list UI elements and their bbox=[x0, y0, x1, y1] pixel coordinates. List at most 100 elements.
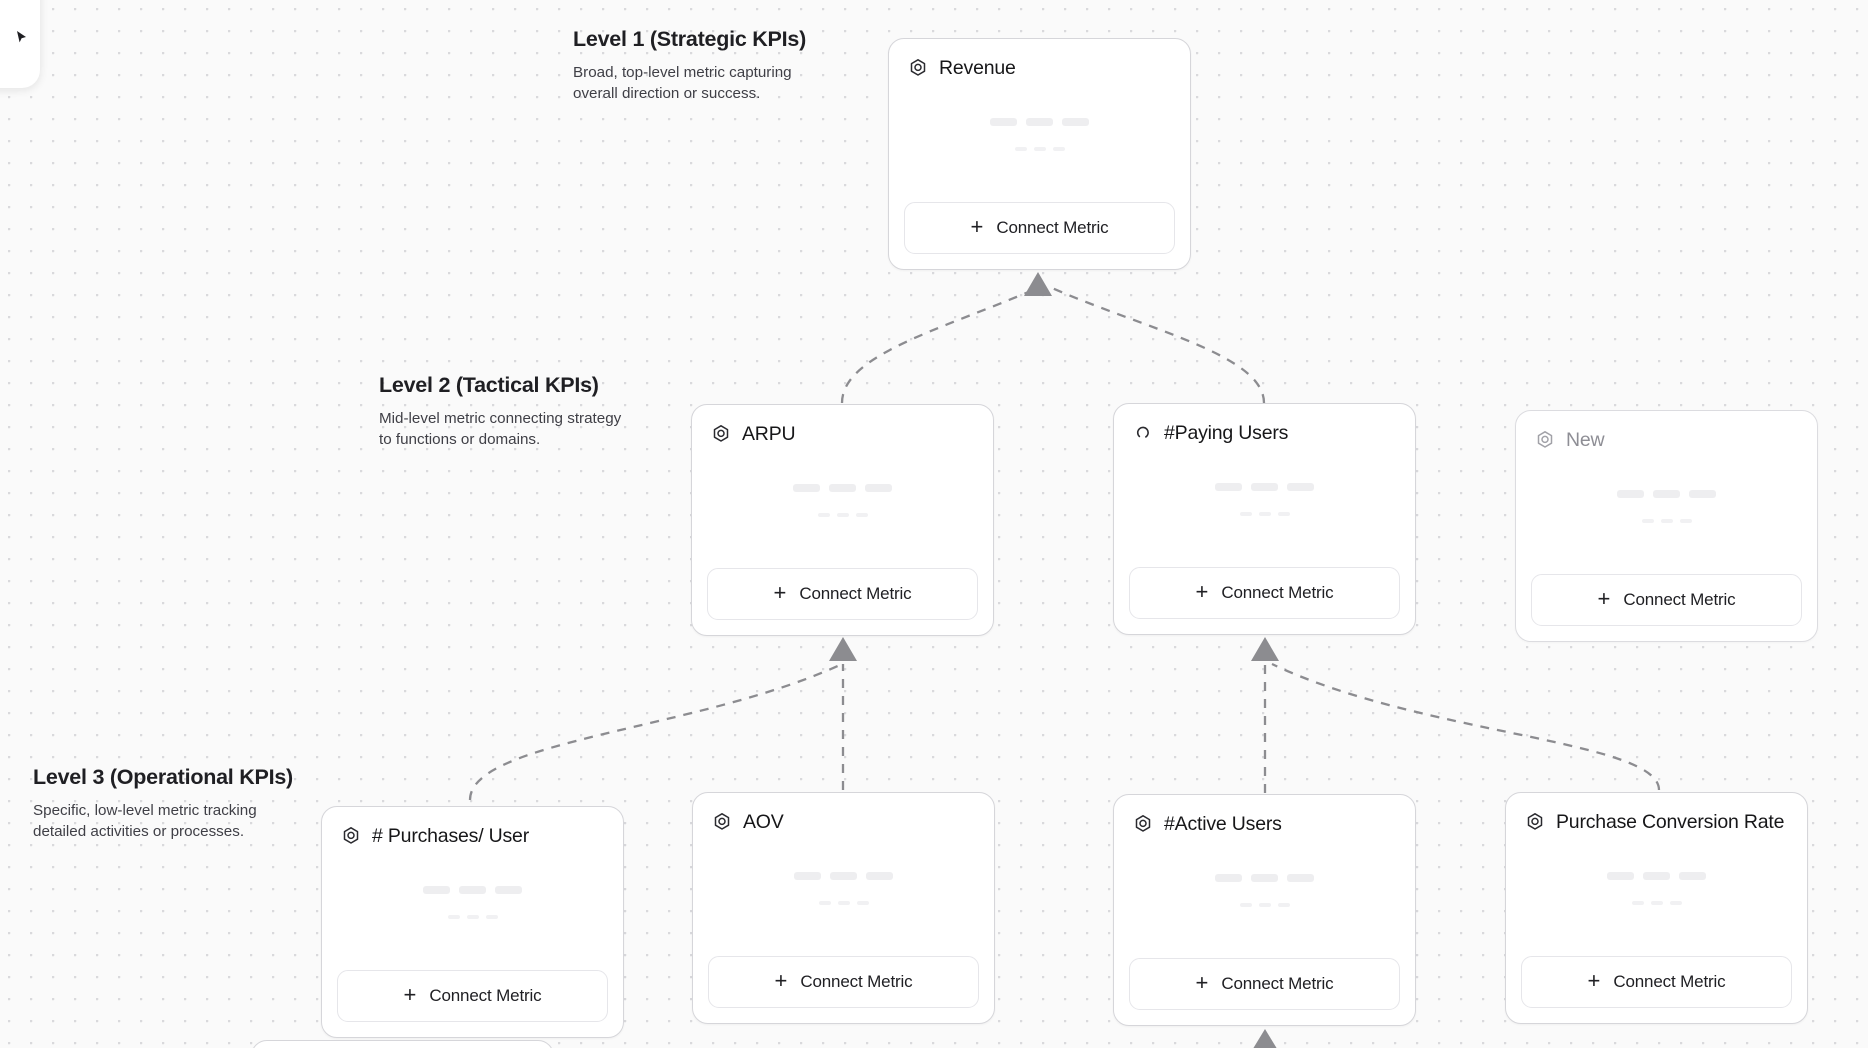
hexagon-target-icon bbox=[711, 424, 731, 444]
connect-metric-label: Connect Metric bbox=[800, 972, 913, 991]
metric-card-aov[interactable]: AOV + Connect Metric bbox=[692, 792, 995, 1024]
card-header: # Purchases/ User bbox=[337, 821, 608, 851]
card-skeleton-body bbox=[337, 851, 608, 970]
skeleton-row-secondary bbox=[1239, 903, 1290, 907]
edge-pcr-to-paying bbox=[1271, 662, 1661, 791]
connect-metric-button[interactable]: + Connect Metric bbox=[904, 202, 1175, 254]
arrowhead-active bbox=[1253, 1029, 1277, 1048]
card-header: Revenue bbox=[904, 53, 1175, 83]
hexagon-target-icon bbox=[712, 812, 732, 832]
connect-metric-button[interactable]: + Connect Metric bbox=[1129, 958, 1400, 1010]
level-3-description: Specific, low-level metric tracking deta… bbox=[33, 802, 257, 840]
plus-icon: + bbox=[1587, 968, 1601, 993]
card-header: New bbox=[1531, 425, 1802, 455]
arrowhead-arpu bbox=[829, 637, 857, 661]
skeleton-row-secondary bbox=[1641, 519, 1692, 523]
level-2-title: Level 2 (Tactical KPIs) bbox=[379, 373, 599, 397]
metric-card-active-users[interactable]: #Active Users + Connect Metric bbox=[1113, 794, 1416, 1026]
plus-icon: + bbox=[1195, 579, 1209, 604]
level-1-label-block: Level 1 (Strategic KPIs) Broad, top-leve… bbox=[573, 27, 823, 105]
edge-arpu-to-revenue bbox=[840, 286, 1039, 404]
plus-icon: + bbox=[1195, 970, 1209, 995]
skeleton-row-primary bbox=[1215, 483, 1314, 491]
plus-icon: + bbox=[774, 968, 788, 993]
metric-card-offscreen-below[interactable] bbox=[251, 1040, 554, 1048]
card-skeleton-body bbox=[708, 837, 979, 956]
card-header: Purchase Conversion Rate bbox=[1521, 807, 1792, 837]
card-title: #Active Users bbox=[1164, 812, 1282, 835]
metric-card-purchase-conversion-rate[interactable]: Purchase Conversion Rate + Connect Metri… bbox=[1505, 792, 1808, 1024]
connect-metric-label: Connect Metric bbox=[1221, 974, 1334, 993]
hexagon-target-icon bbox=[1525, 812, 1545, 832]
plus-icon: + bbox=[773, 580, 787, 605]
connect-metric-button[interactable]: + Connect Metric bbox=[1531, 574, 1802, 626]
card-title: New bbox=[1566, 428, 1605, 451]
card-skeleton-body bbox=[707, 449, 978, 568]
metric-card-revenue[interactable]: Revenue + Connect Metric bbox=[888, 38, 1191, 270]
card-skeleton-body bbox=[1129, 448, 1400, 567]
metric-card-paying-users[interactable]: #Paying Users + Connect Metric bbox=[1113, 403, 1416, 635]
skeleton-row-primary bbox=[1607, 872, 1706, 880]
connect-metric-button[interactable]: + Connect Metric bbox=[1129, 567, 1400, 619]
skeleton-row-primary bbox=[794, 872, 893, 880]
card-title: AOV bbox=[743, 810, 784, 833]
card-title: Purchase Conversion Rate bbox=[1556, 810, 1785, 833]
level-3-label-block: Level 3 (Operational KPIs) Specific, low… bbox=[33, 765, 293, 843]
edge-paying-to-revenue bbox=[1051, 286, 1266, 404]
level-2-description: Mid-level metric connecting strategy to … bbox=[379, 410, 622, 448]
arrowhead-paying bbox=[1251, 637, 1279, 661]
card-header: #Active Users bbox=[1129, 809, 1400, 839]
skeleton-row-secondary bbox=[818, 901, 869, 905]
connect-metric-label: Connect Metric bbox=[799, 584, 912, 603]
level-3-title: Level 3 (Operational KPIs) bbox=[33, 765, 293, 789]
level-2-label-block: Level 2 (Tactical KPIs) Mid-level metric… bbox=[379, 373, 629, 451]
card-skeleton-body bbox=[1531, 455, 1802, 574]
connect-metric-label: Connect Metric bbox=[1613, 972, 1726, 991]
cursor-arrow-icon[interactable] bbox=[14, 29, 30, 45]
connect-metric-label: Connect Metric bbox=[996, 218, 1109, 237]
skeleton-row-primary bbox=[990, 118, 1089, 126]
skeleton-row-secondary bbox=[1014, 147, 1065, 151]
skeleton-row-secondary bbox=[817, 513, 868, 517]
card-title: Revenue bbox=[939, 56, 1016, 79]
card-skeleton-body bbox=[1521, 837, 1792, 956]
card-header: AOV bbox=[708, 807, 979, 837]
card-title: # Purchases/ User bbox=[372, 824, 529, 847]
plus-icon: + bbox=[1597, 586, 1611, 611]
skeleton-row-secondary bbox=[1631, 901, 1682, 905]
hexagon-target-icon bbox=[1133, 814, 1153, 834]
card-skeleton-body bbox=[904, 83, 1175, 202]
connect-metric-button[interactable]: + Connect Metric bbox=[708, 956, 979, 1008]
arrowhead-revenue bbox=[1024, 272, 1052, 296]
card-header: #Paying Users bbox=[1129, 418, 1400, 448]
connect-metric-button[interactable]: + Connect Metric bbox=[707, 568, 978, 620]
skeleton-row-primary bbox=[1617, 490, 1716, 498]
level-1-title: Level 1 (Strategic KPIs) bbox=[573, 27, 806, 51]
metric-card-new[interactable]: New + Connect Metric bbox=[1515, 410, 1818, 642]
metric-card-purchases-per-user[interactable]: # Purchases/ User + Connect Metric bbox=[321, 806, 624, 1038]
connect-metric-label: Connect Metric bbox=[1623, 590, 1736, 609]
card-skeleton-body bbox=[1129, 839, 1400, 958]
connect-metric-label: Connect Metric bbox=[1221, 583, 1334, 602]
spinner-loading-icon bbox=[1133, 423, 1153, 443]
plus-icon: + bbox=[970, 214, 984, 239]
skeleton-row-primary bbox=[793, 484, 892, 492]
hexagon-target-icon bbox=[1535, 430, 1555, 450]
card-title: ARPU bbox=[742, 422, 796, 445]
skeleton-row-secondary bbox=[447, 915, 498, 919]
connect-metric-button[interactable]: + Connect Metric bbox=[337, 970, 608, 1022]
card-header: ARPU bbox=[707, 419, 978, 449]
skeleton-row-primary bbox=[1215, 874, 1314, 882]
connect-metric-label: Connect Metric bbox=[429, 986, 542, 1005]
metric-card-arpu[interactable]: ARPU + Connect Metric bbox=[691, 404, 994, 636]
plus-icon: + bbox=[403, 982, 417, 1007]
floating-toolbar-panel[interactable] bbox=[0, 0, 40, 88]
skeleton-row-primary bbox=[423, 886, 522, 894]
edge-purchases-to-arpu bbox=[468, 662, 843, 801]
level-1-description: Broad, top-level metric capturing overal… bbox=[573, 64, 792, 102]
hexagon-target-icon bbox=[908, 58, 928, 78]
hexagon-target-icon bbox=[341, 826, 361, 846]
card-title: #Paying Users bbox=[1164, 421, 1289, 444]
connect-metric-button[interactable]: + Connect Metric bbox=[1521, 956, 1792, 1008]
